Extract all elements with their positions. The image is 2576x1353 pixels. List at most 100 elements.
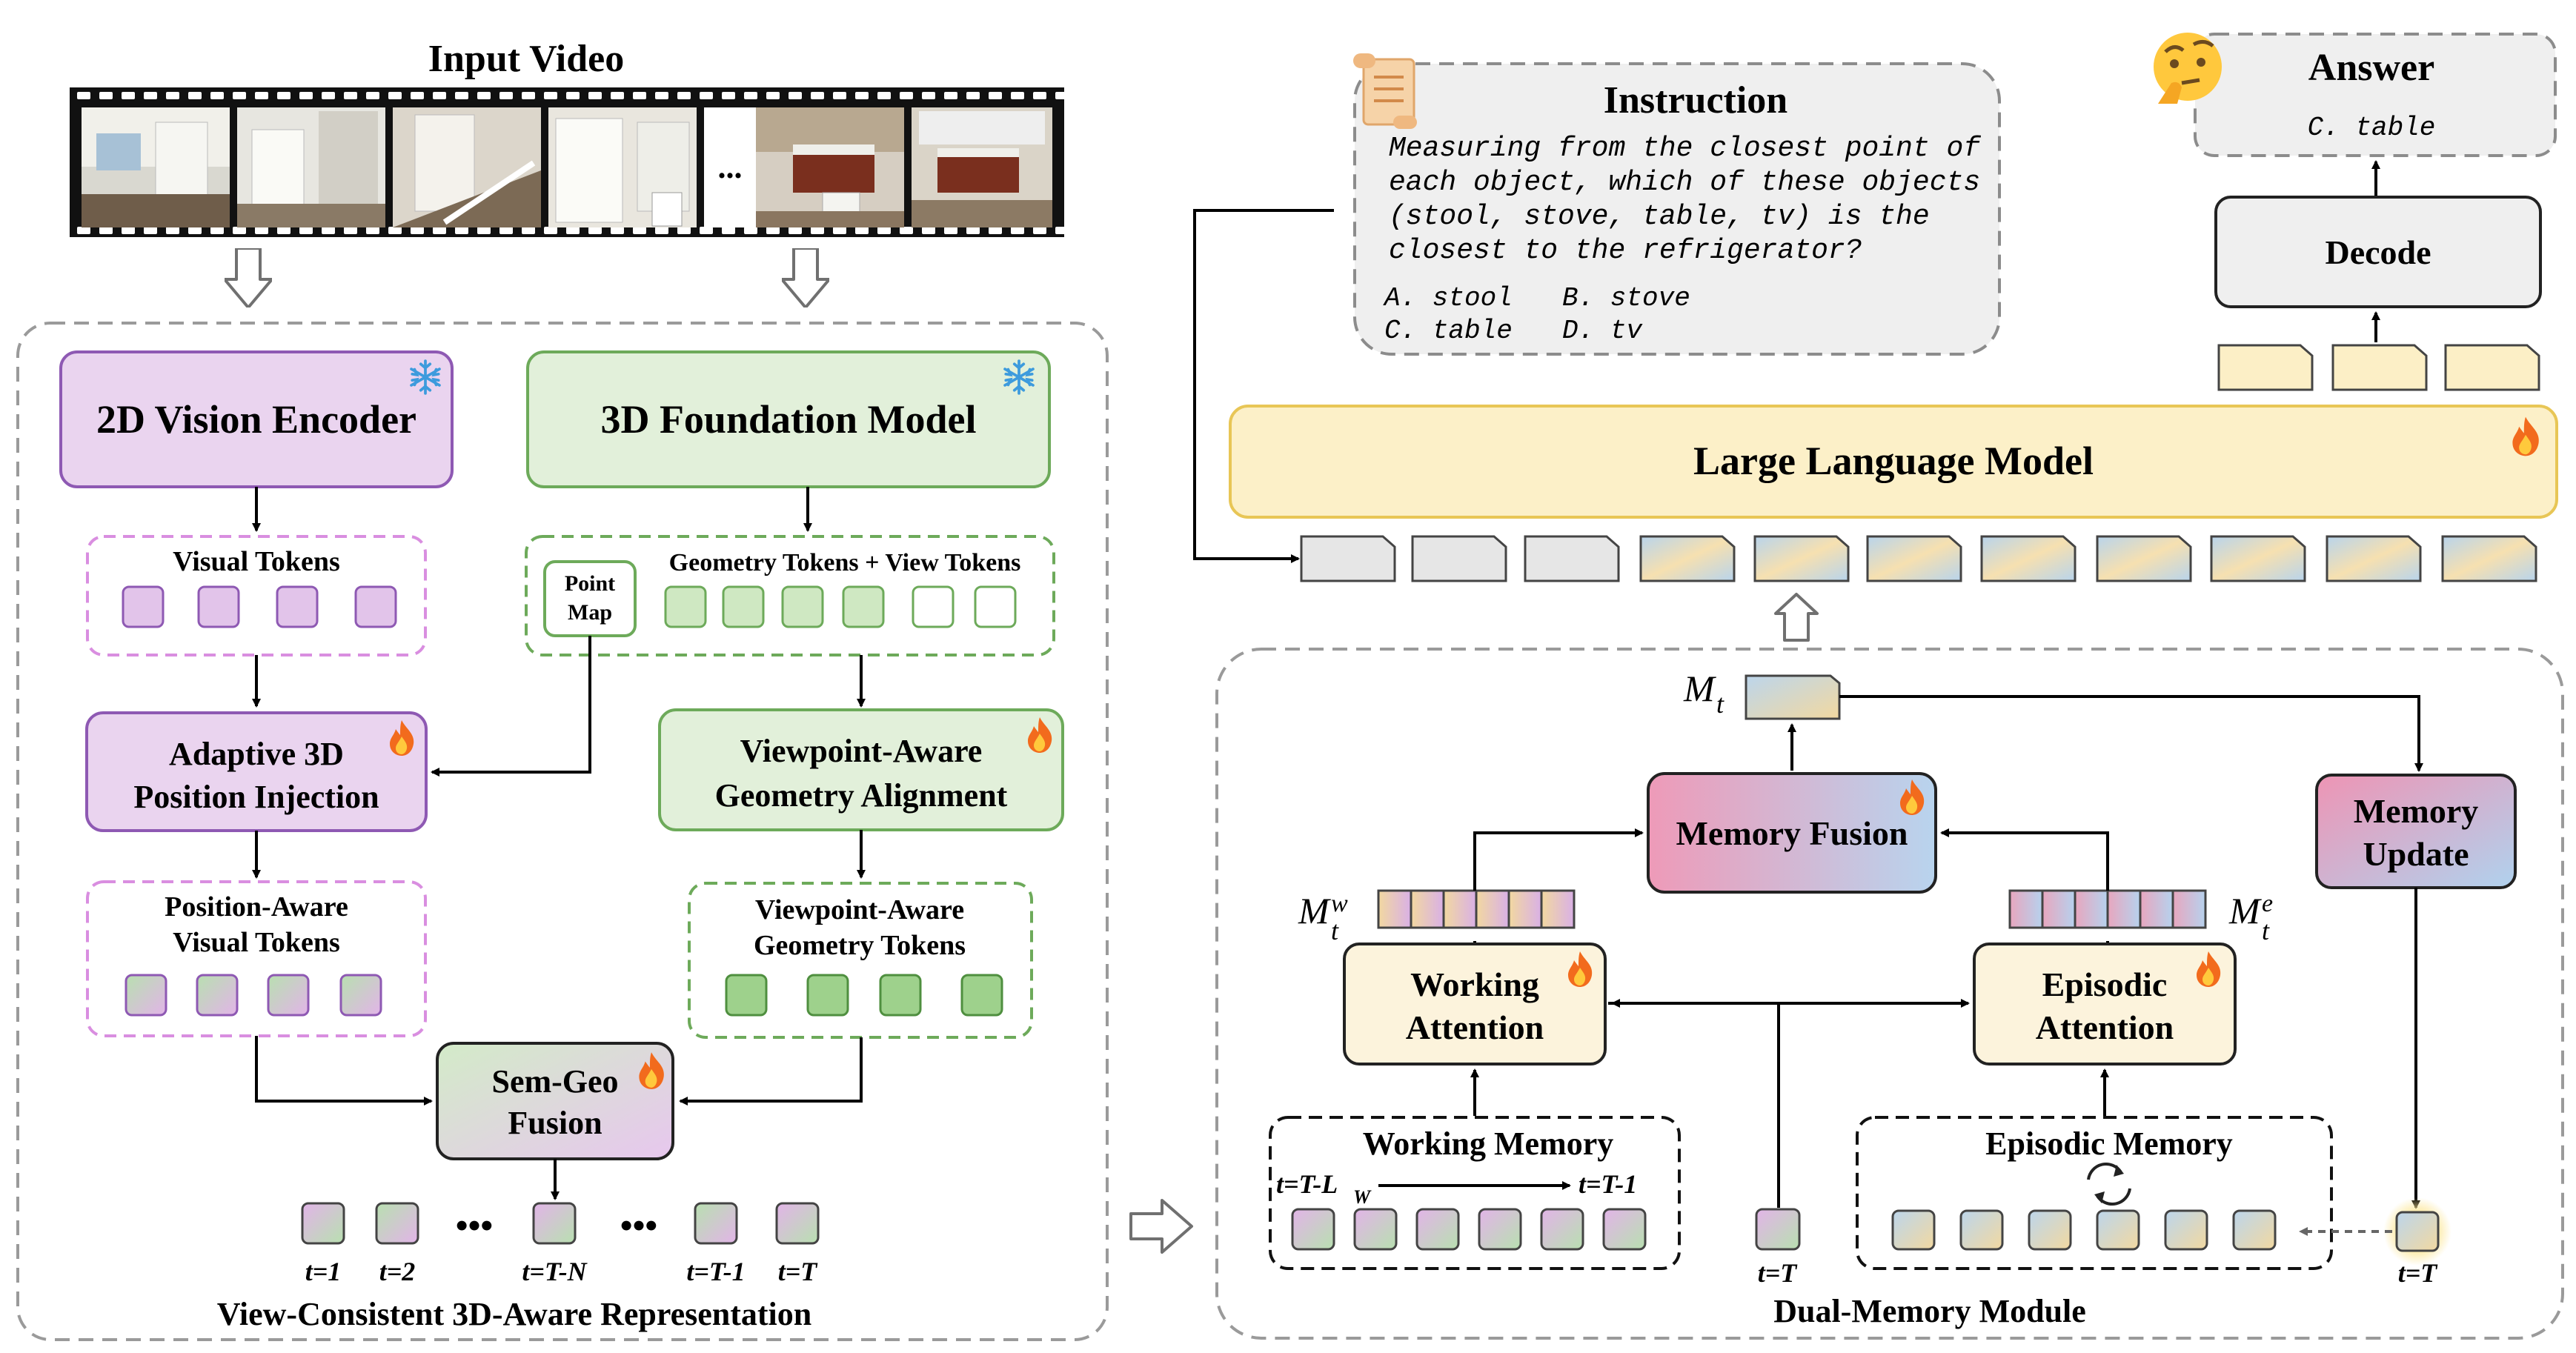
film-sprocket	[544, 92, 557, 99]
position-aware-token	[196, 974, 239, 1017]
video-frame	[82, 107, 230, 227]
geometry-token	[664, 585, 707, 628]
film-sprocket	[144, 92, 157, 99]
film-sprocket	[366, 227, 379, 234]
episodic-attention-label: Attention	[2036, 1008, 2174, 1046]
film-sprocket	[499, 227, 513, 234]
visual-tokens-label: Visual Tokens	[173, 546, 340, 577]
sem-geo-fusion-label: Fusion	[508, 1105, 602, 1141]
instruction-line: each object, which of these objects	[1389, 167, 1980, 199]
film-sprocket	[1055, 227, 1069, 234]
visual-token	[276, 585, 319, 628]
episodic-memory-symbol-sub: t	[2262, 916, 2270, 945]
film-sprocket	[388, 92, 402, 99]
working-memory-symbol-sup: w	[1331, 890, 1348, 917]
film-sprocket	[966, 92, 980, 99]
decode-label: Decode	[2325, 233, 2431, 271]
episodic-memory-token	[2164, 1209, 2208, 1251]
film-sprocket	[477, 227, 491, 234]
working-memory-symbol-sub: t	[1331, 916, 1339, 945]
episodic-memory-symbol: M	[2228, 890, 2262, 931]
option-c: C. table	[1384, 316, 1513, 346]
film-sprocket	[210, 227, 224, 234]
episodic-memory-box	[1856, 1116, 2333, 1270]
memory-symbol: M	[1683, 668, 1716, 709]
scroll-icon	[1353, 53, 1417, 129]
working-attention-label: Working	[1410, 965, 1539, 1003]
arrow	[679, 1037, 863, 1106]
position-aware-token	[267, 974, 310, 1017]
working-memory-token	[1353, 1208, 1398, 1251]
working-memory-token	[1602, 1208, 1647, 1251]
visual-token	[122, 585, 165, 628]
film-sprocket	[900, 227, 913, 234]
video-frame	[237, 107, 385, 227]
sem-geo-fusion-box	[436, 1042, 674, 1160]
film-sprocket	[411, 227, 424, 234]
film-sprocket	[789, 92, 802, 99]
film-sprocket	[299, 227, 313, 234]
film-sprocket	[722, 92, 735, 99]
episodic-memory-slot	[2139, 889, 2174, 929]
geometry-token	[842, 585, 885, 628]
visual-token	[354, 585, 397, 628]
time-label: t=1	[305, 1257, 342, 1286]
sequence-token	[694, 1202, 738, 1245]
right-panel-frame	[1215, 648, 2564, 1340]
viewpoint-geometry-tokens-label: Geometry Tokens	[754, 930, 966, 961]
sequence-token	[301, 1202, 345, 1245]
geometry-alignment-label: Viewpoint-Aware	[740, 733, 983, 769]
working-memory-token	[1415, 1208, 1460, 1251]
viewpoint-geometry-token	[879, 974, 922, 1017]
film-sprocket	[122, 92, 135, 99]
sequence-token	[375, 1202, 419, 1245]
film-sprocket	[411, 92, 424, 99]
film-sprocket	[455, 92, 468, 99]
position-aware-tokens-group	[86, 880, 427, 1037]
episodic-memory-token	[2232, 1209, 2277, 1251]
film-sprocket	[855, 92, 869, 99]
instruction-line: Measuring from the closest point of	[1389, 133, 1981, 164]
visual-memory-token	[2326, 535, 2422, 582]
input-video-title: Input Video	[428, 38, 624, 80]
film-sprocket	[99, 92, 113, 99]
video-frame	[756, 107, 904, 227]
option-a: A. stool	[1383, 283, 1513, 313]
film-sprocket	[766, 92, 780, 99]
output-token	[2331, 344, 2428, 391]
film-sprocket	[633, 92, 646, 99]
video-frame	[912, 107, 1052, 227]
instruction-token	[1300, 535, 1396, 582]
point-map-label: Point	[565, 571, 615, 596]
instruction-token	[1411, 535, 1507, 582]
viewpoint-geometry-tokens-label: Viewpoint-Aware	[755, 894, 964, 925]
visual-memory-token	[2096, 535, 2192, 582]
update-time-label: t=T	[2398, 1258, 2439, 1288]
view-token	[974, 585, 1017, 628]
visual-tokens-group	[86, 535, 427, 656]
ellipsis-dots: •••	[620, 1206, 657, 1246]
arrow	[1839, 695, 2423, 772]
arrow	[431, 636, 591, 777]
film-sprocket	[611, 227, 624, 234]
film-sprocket	[499, 92, 513, 99]
film-sprocket	[588, 227, 602, 234]
instruction-title: Instruction	[1604, 79, 1788, 122]
film-sprocket	[922, 227, 935, 234]
film-sprocket	[188, 227, 202, 234]
position-aware-token	[125, 974, 167, 1017]
viewpoint-geometry-token	[960, 974, 1003, 1017]
film-sprocket	[877, 92, 891, 99]
film-ellipsis: ...	[718, 149, 743, 185]
film-sprocket	[122, 227, 135, 234]
working-memory-slot	[1442, 889, 1478, 929]
working-memory-slot	[1540, 889, 1576, 929]
window-start-label: t=T-L	[1276, 1169, 1338, 1199]
film-sprocket	[188, 92, 202, 99]
geometry-tokens-group	[525, 535, 1055, 656]
output-token	[2444, 344, 2540, 391]
film-sprocket	[833, 92, 846, 99]
llm-label: Large Language Model	[1693, 439, 2094, 483]
visual-memory-token	[1753, 535, 1850, 582]
